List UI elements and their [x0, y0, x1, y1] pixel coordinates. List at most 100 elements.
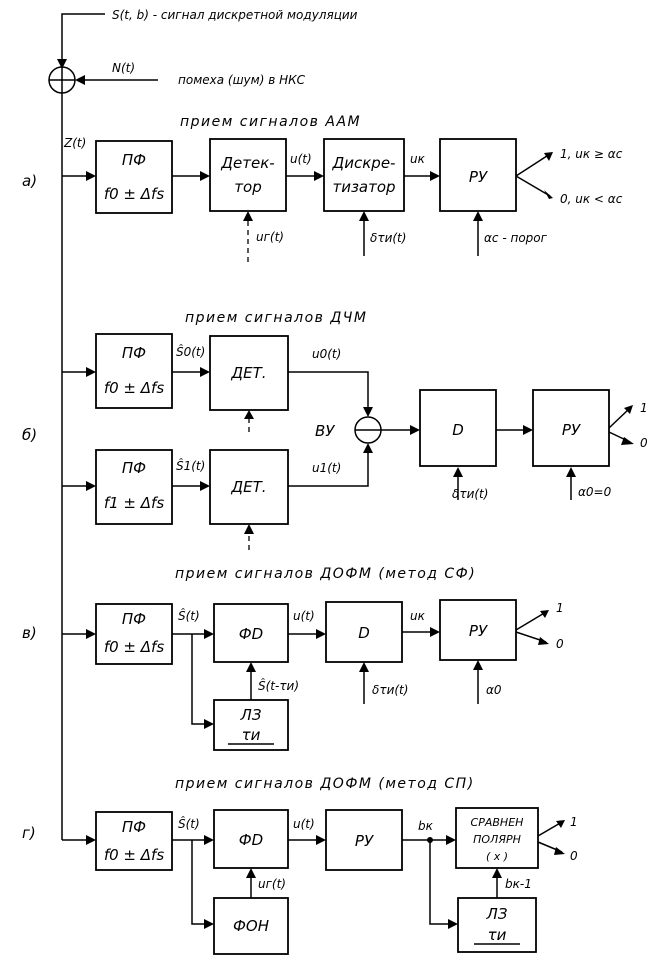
discretizer-d-block: [325, 601, 403, 663]
delay-line-block: [213, 699, 289, 751]
delay-line-tau: τи: [488, 926, 507, 944]
bk1-label: bк-1: [505, 877, 532, 891]
threshold-label: αс - порог: [484, 231, 548, 245]
section-aam: прием сигналов ААМ а) ПФ f0 ± Δfs Детек-…: [22, 114, 623, 262]
bpf-name: ПФ: [122, 610, 146, 628]
s-label: Ŝ(t): [178, 816, 200, 831]
discretizer-line2: тизатор: [332, 178, 395, 196]
u0-label: u0(t): [312, 347, 341, 361]
ref-signal-label: uг(t): [256, 230, 284, 244]
output-0-label: 0: [640, 436, 648, 450]
detector-upper-name: ДЕТ.: [230, 364, 266, 382]
noise-desc: помеха (шум) в НКС: [178, 73, 306, 87]
phase-detector-block: [213, 809, 289, 869]
section-dchm: прием сигналов ДЧМ б) ПФ f0 ± Δfs Ŝ0(t) …: [22, 310, 648, 550]
comparator-line2: ПОЛЯРН: [473, 833, 521, 846]
polarity-comparator-block: [455, 807, 539, 869]
s-label: Ŝ(t): [178, 608, 200, 623]
bandpass-filter-block: [95, 811, 173, 871]
noise-label: N(t): [112, 61, 135, 75]
section-a-marker: а): [22, 172, 37, 190]
s0-label: Ŝ0(t): [176, 344, 205, 359]
decision-device-name: РУ: [355, 832, 374, 850]
bpf-lower-name: ПФ: [122, 459, 146, 477]
comparator-line3: ( x ): [486, 850, 508, 863]
section-d-marker: г): [22, 824, 36, 842]
vu-label: ВУ: [315, 422, 335, 440]
decision-device-name: РУ: [469, 168, 488, 186]
section-a-title: прием сигналов ААМ: [180, 114, 361, 130]
comparator-line1: СРАВНЕН: [471, 816, 524, 829]
u-label: u(t): [293, 609, 315, 623]
output-1-label: 1, uк ≥ αс: [560, 147, 623, 161]
discretizer-line1: Дискре-: [332, 154, 396, 172]
section-c-marker: в): [22, 624, 37, 642]
section-c-title: прием сигналов ДОФМ (метод СФ): [175, 566, 476, 582]
output-0-label: 0: [570, 849, 578, 863]
section-dofm-sp: прием сигналов ДОФМ (метод СП) г) ПФ f0 …: [22, 776, 578, 955]
section-b-marker: б): [22, 426, 37, 444]
signal-input-line: [61, 13, 105, 66]
reference-oscillator-block: [213, 897, 289, 955]
detector-upper-block: [209, 335, 289, 411]
output-0-label: 0: [556, 637, 564, 651]
threshold-label: α0=0: [578, 485, 612, 499]
decision-device-name: РУ: [562, 421, 581, 439]
bpf-freq: f0 ± Δfs: [104, 185, 164, 203]
delayed-signal-label: Ŝ(t-τи): [258, 678, 299, 693]
bpf-name: ПФ: [122, 151, 146, 169]
bandpass-filter-upper-block: [95, 333, 173, 409]
decision-device-block: [439, 599, 517, 661]
delay-line-name: ЛЗ: [240, 706, 262, 724]
phase-detector-name: ФD: [239, 625, 263, 643]
output-0-label: 0, uк < αс: [560, 192, 623, 206]
discretizer-block: [323, 138, 405, 212]
uk-label: uк: [410, 152, 426, 166]
bpf-lower-freq: f1 ± Δfs: [104, 494, 164, 512]
detector-line1: Детек-: [220, 154, 274, 172]
phase-detector-block: [213, 603, 289, 663]
threshold-label: α0: [486, 683, 502, 697]
u1-label: u1(t): [312, 461, 341, 475]
output-1-label: 1: [570, 815, 578, 829]
decision-device-block: [532, 389, 610, 467]
bk-label: bк: [418, 819, 434, 833]
signal-label: S(t, b) - сигнал дискретной модуляции: [112, 8, 358, 22]
ref-signal-label: uг(t): [258, 877, 286, 891]
delay-line-tau: τи: [242, 726, 261, 744]
section-b-title: прием сигналов ДЧМ: [185, 310, 367, 326]
bpf-name: ПФ: [122, 818, 146, 836]
u-label: u(t): [293, 817, 315, 831]
decision-device-block: [439, 138, 517, 212]
decision-device-name: РУ: [469, 622, 488, 640]
discretizer-d-block: [419, 389, 497, 467]
section-dofm-sf: прием сигналов ДОФМ (метод СФ) в) ПФ f0 …: [22, 566, 564, 751]
delay-line-name: ЛЗ: [486, 905, 508, 923]
output-1-label: 1: [640, 401, 648, 415]
bpf-freq: f0 ± Δfs: [104, 638, 164, 656]
detector-lower-name: ДЕТ.: [230, 478, 266, 496]
delta-label: δτи(t): [370, 231, 406, 245]
bandpass-filter-lower-block: [95, 449, 173, 525]
decision-device-block: [325, 809, 403, 871]
uk-label: uк: [410, 609, 426, 623]
phase-detector-name: ФD: [239, 831, 263, 849]
output-1-label: 1: [556, 601, 564, 615]
s1-label: Ŝ1(t): [176, 458, 205, 473]
reference-oscillator-name: ФОН: [233, 917, 269, 935]
delta-label: δτи(t): [452, 487, 488, 501]
delay-line-block: [457, 897, 537, 953]
bandpass-filter-block: [95, 140, 173, 214]
bpf-upper-freq: f0 ± Δfs: [104, 379, 164, 397]
u-label: u(t): [290, 152, 312, 166]
d-name: D: [358, 624, 370, 642]
z-label: Z(t): [63, 136, 86, 150]
d-name: D: [452, 421, 464, 439]
bpf-upper-name: ПФ: [122, 344, 146, 362]
bpf-freq: f0 ± Δfs: [104, 846, 164, 864]
detector-block: [209, 138, 287, 212]
delta-label: δτи(t): [372, 683, 408, 697]
input-section: S(t, b) - сигнал дискретной модуляции N(…: [48, 8, 358, 840]
section-d-title: прием сигналов ДОФМ (метод СП): [175, 776, 475, 792]
